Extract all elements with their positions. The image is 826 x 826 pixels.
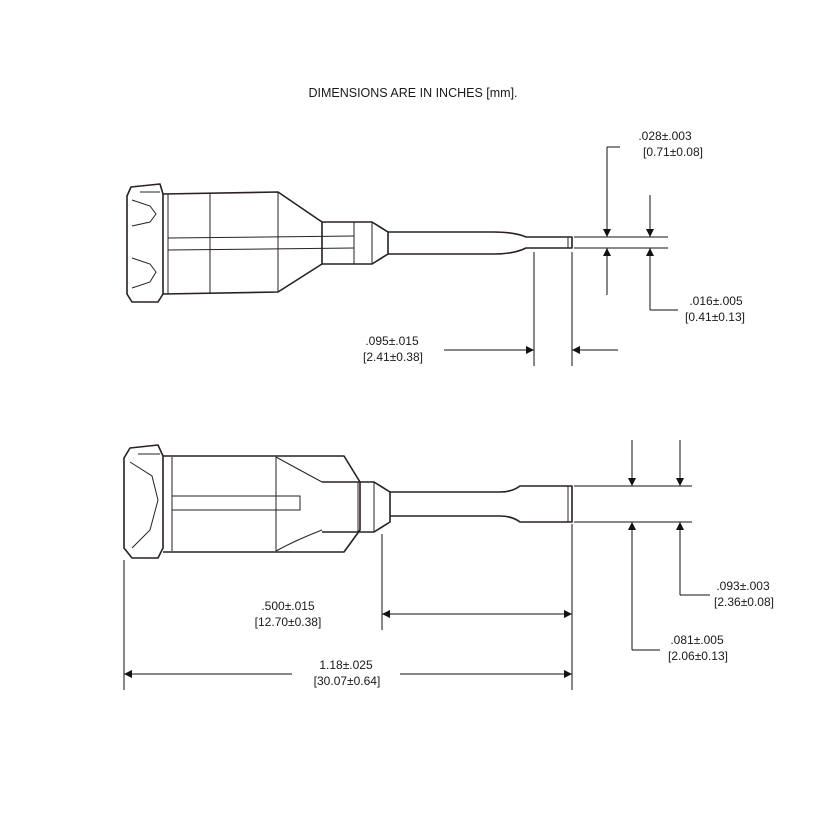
overall-length-inch: 1.18±.025 <box>319 658 373 672</box>
overall-length-mm: [30.07±0.64] <box>314 674 381 688</box>
tube-length-mm: [12.70±0.38] <box>255 615 322 629</box>
drawing-title: DIMENSIONS ARE IN INCHES [mm]. <box>308 86 517 100</box>
bottom-luer-flange <box>123 444 164 559</box>
tip-length-mm: [2.41±0.38] <box>363 350 423 364</box>
tube-length-inch: .500±.015 <box>261 599 315 613</box>
tip-outer-inch: .028±.003 <box>638 129 692 143</box>
top-dims <box>444 146 678 366</box>
bottom-view-part <box>123 444 573 559</box>
tip-length-inch: .095±.015 <box>365 334 419 348</box>
top-luer-flange <box>126 183 164 303</box>
top-view-part <box>126 183 573 303</box>
tube-id-inch: .081±.005 <box>670 633 724 647</box>
tube-od-inch: .093±.003 <box>716 579 770 593</box>
bottom-straight-tube <box>390 485 573 523</box>
tip-inner-mm: [0.41±0.13] <box>685 310 745 324</box>
tube-id-mm: [2.06±0.13] <box>668 649 728 663</box>
top-hub-body <box>162 191 323 295</box>
bottom-dims <box>123 440 710 690</box>
bottom-collar <box>322 481 391 533</box>
top-collar <box>322 221 389 265</box>
top-tapered-tip <box>388 231 573 255</box>
tip-inner-inch: .016±.005 <box>689 294 743 308</box>
tube-od-mm: [2.36±0.08] <box>714 595 774 609</box>
tip-outer-mm: [0.71±0.08] <box>643 145 703 159</box>
bottom-hub-body <box>163 455 361 553</box>
